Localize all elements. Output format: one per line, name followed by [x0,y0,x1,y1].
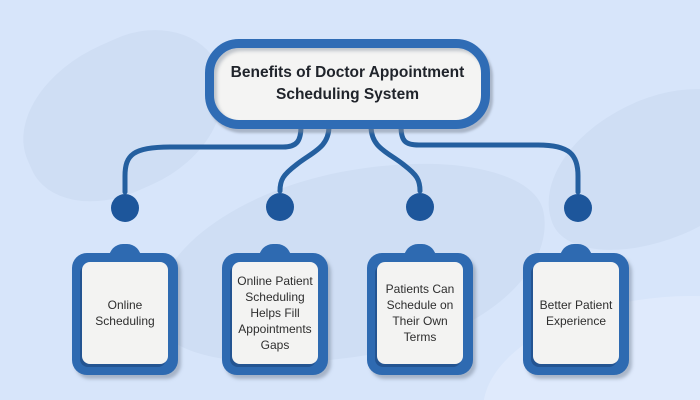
clipboard-clip-icon [109,244,141,258]
connector-path-2 [277,123,332,194]
benefit-label: Better Patient Experience [539,297,613,328]
connector-node-3 [406,193,434,221]
connector-path-3 [368,123,423,194]
benefit-label: Online Scheduling [95,297,155,328]
clipboard-clip-icon [259,244,291,258]
benefit-card-online-scheduling: Online Scheduling [72,244,178,375]
benefit-card-panel: Online Patient Scheduling Helps Fill App… [232,262,318,364]
benefit-card-panel: Better Patient Experience [533,262,619,364]
clipboard-clip-icon [404,244,436,258]
title-card: Benefits of Doctor Appointment Schedulin… [205,39,490,129]
clipboard-clip-icon [560,244,592,258]
benefit-card-fill-appointment-gaps: Online Patient Scheduling Helps Fill App… [222,244,328,375]
connector-path-1 [122,123,304,195]
benefit-card-panel: Online Scheduling [82,262,168,364]
connector-node-4 [564,194,592,222]
connector-path-4 [398,123,581,195]
benefit-card-better-experience: Better Patient Experience [523,244,629,375]
benefit-label: Patients Can Schedule on Their Own Terms [385,281,455,345]
connector-node-2 [266,193,294,221]
connector-node-1 [111,194,139,222]
benefit-card-own-terms: Patients Can Schedule on Their Own Terms [367,244,473,375]
benefit-label: Online Patient Scheduling Helps Fill App… [237,273,313,353]
benefit-card-panel: Patients Can Schedule on Their Own Terms [377,262,463,364]
diagram-title: Benefits of Doctor Appointment Schedulin… [230,64,465,103]
